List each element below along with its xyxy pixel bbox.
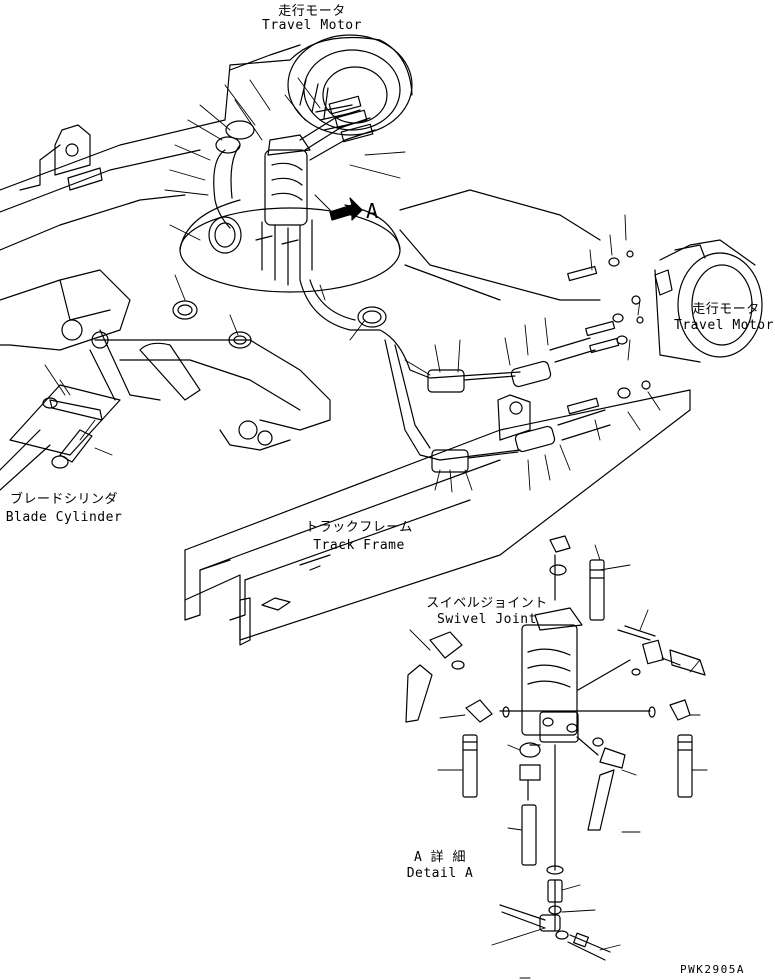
track-frame-label-en: Track Frame <box>313 538 405 553</box>
blade-cylinder-label-jp: ブレードシリンダ <box>9 492 118 507</box>
detail-a-label-jp: A 詳 細 <box>414 850 466 865</box>
swivel-joint-upper <box>179 95 401 293</box>
swivel-joint-label-en: Swivel Joint <box>437 612 537 627</box>
travel-motor-right-label-jp: 走行モータ <box>692 302 760 317</box>
travel-motor-right <box>654 239 763 363</box>
swivel-joint-label-jp: スイベルジョイント <box>426 596 548 611</box>
seal-rings <box>172 300 387 349</box>
callout-leaders <box>44 77 708 979</box>
blade-cylinder-label-en: Blade Cylinder <box>5 510 123 525</box>
travel-motor-top <box>229 34 413 136</box>
travel-motor-top-label-en: Travel Motor <box>262 18 362 33</box>
detail-a-label-en: Detail A <box>406 866 474 881</box>
hose-routing <box>299 250 651 473</box>
drawing-code: PWK2905A <box>680 963 745 976</box>
upper-frame <box>0 59 601 301</box>
travel-motor-right-label-en: Travel Motor <box>674 318 774 333</box>
detail-a-arrow-label: A <box>366 199 379 223</box>
track-frame <box>184 389 691 646</box>
travel-motor-top-label-jp: 走行モータ <box>278 4 346 19</box>
blade-arm <box>0 269 331 491</box>
track-frame-label-jp: トラックフレーム <box>305 520 413 535</box>
